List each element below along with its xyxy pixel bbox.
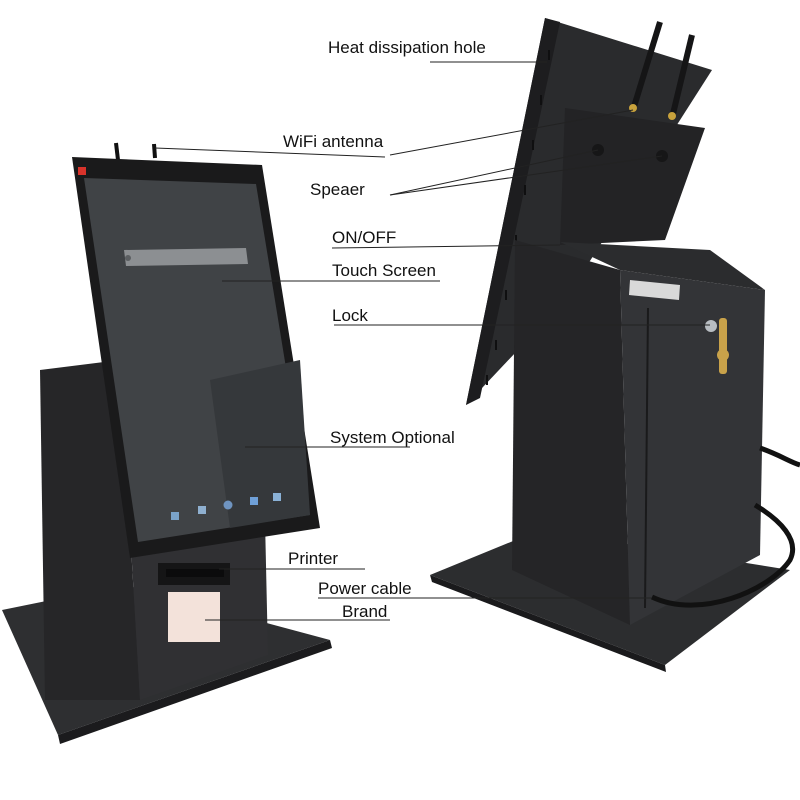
leader-wifi-front [154,147,386,158]
rear-cabinet-side [512,240,630,625]
rear-antenna-right [669,34,695,119]
lock [705,320,717,332]
leader-lines [154,61,710,621]
key [719,318,727,374]
leader-speaker-2 [389,155,663,196]
label-system-optional: System Optional [330,428,455,447]
label-lock: Lock [332,306,368,325]
front-antenna-right [152,143,157,159]
brand-plate [168,592,220,642]
label-wifi-antenna: WiFi antenna [283,132,384,151]
label-printer: Printer [288,549,339,568]
rear-kiosk [430,18,800,672]
rear-cabinet-front [620,270,765,625]
rear-antenna-left [630,21,663,111]
leader-onoff [331,244,561,249]
label-heat-dissipation-hole: Heat dissipation hole [328,38,486,57]
label-touch-screen: Touch Screen [332,261,436,280]
speaker-housing [560,108,705,245]
label-power-cable: Power cable [318,579,412,598]
leader-wifi-rear [389,109,634,156]
label-speaker: Speaer [310,180,365,199]
power-cable [650,502,795,608]
label-on-off: ON/OFF [332,228,397,247]
leader-speaker-1 [389,149,599,196]
front-kiosk [2,142,332,744]
label-brand: Brand [342,602,388,621]
front-antenna-left [114,142,120,161]
